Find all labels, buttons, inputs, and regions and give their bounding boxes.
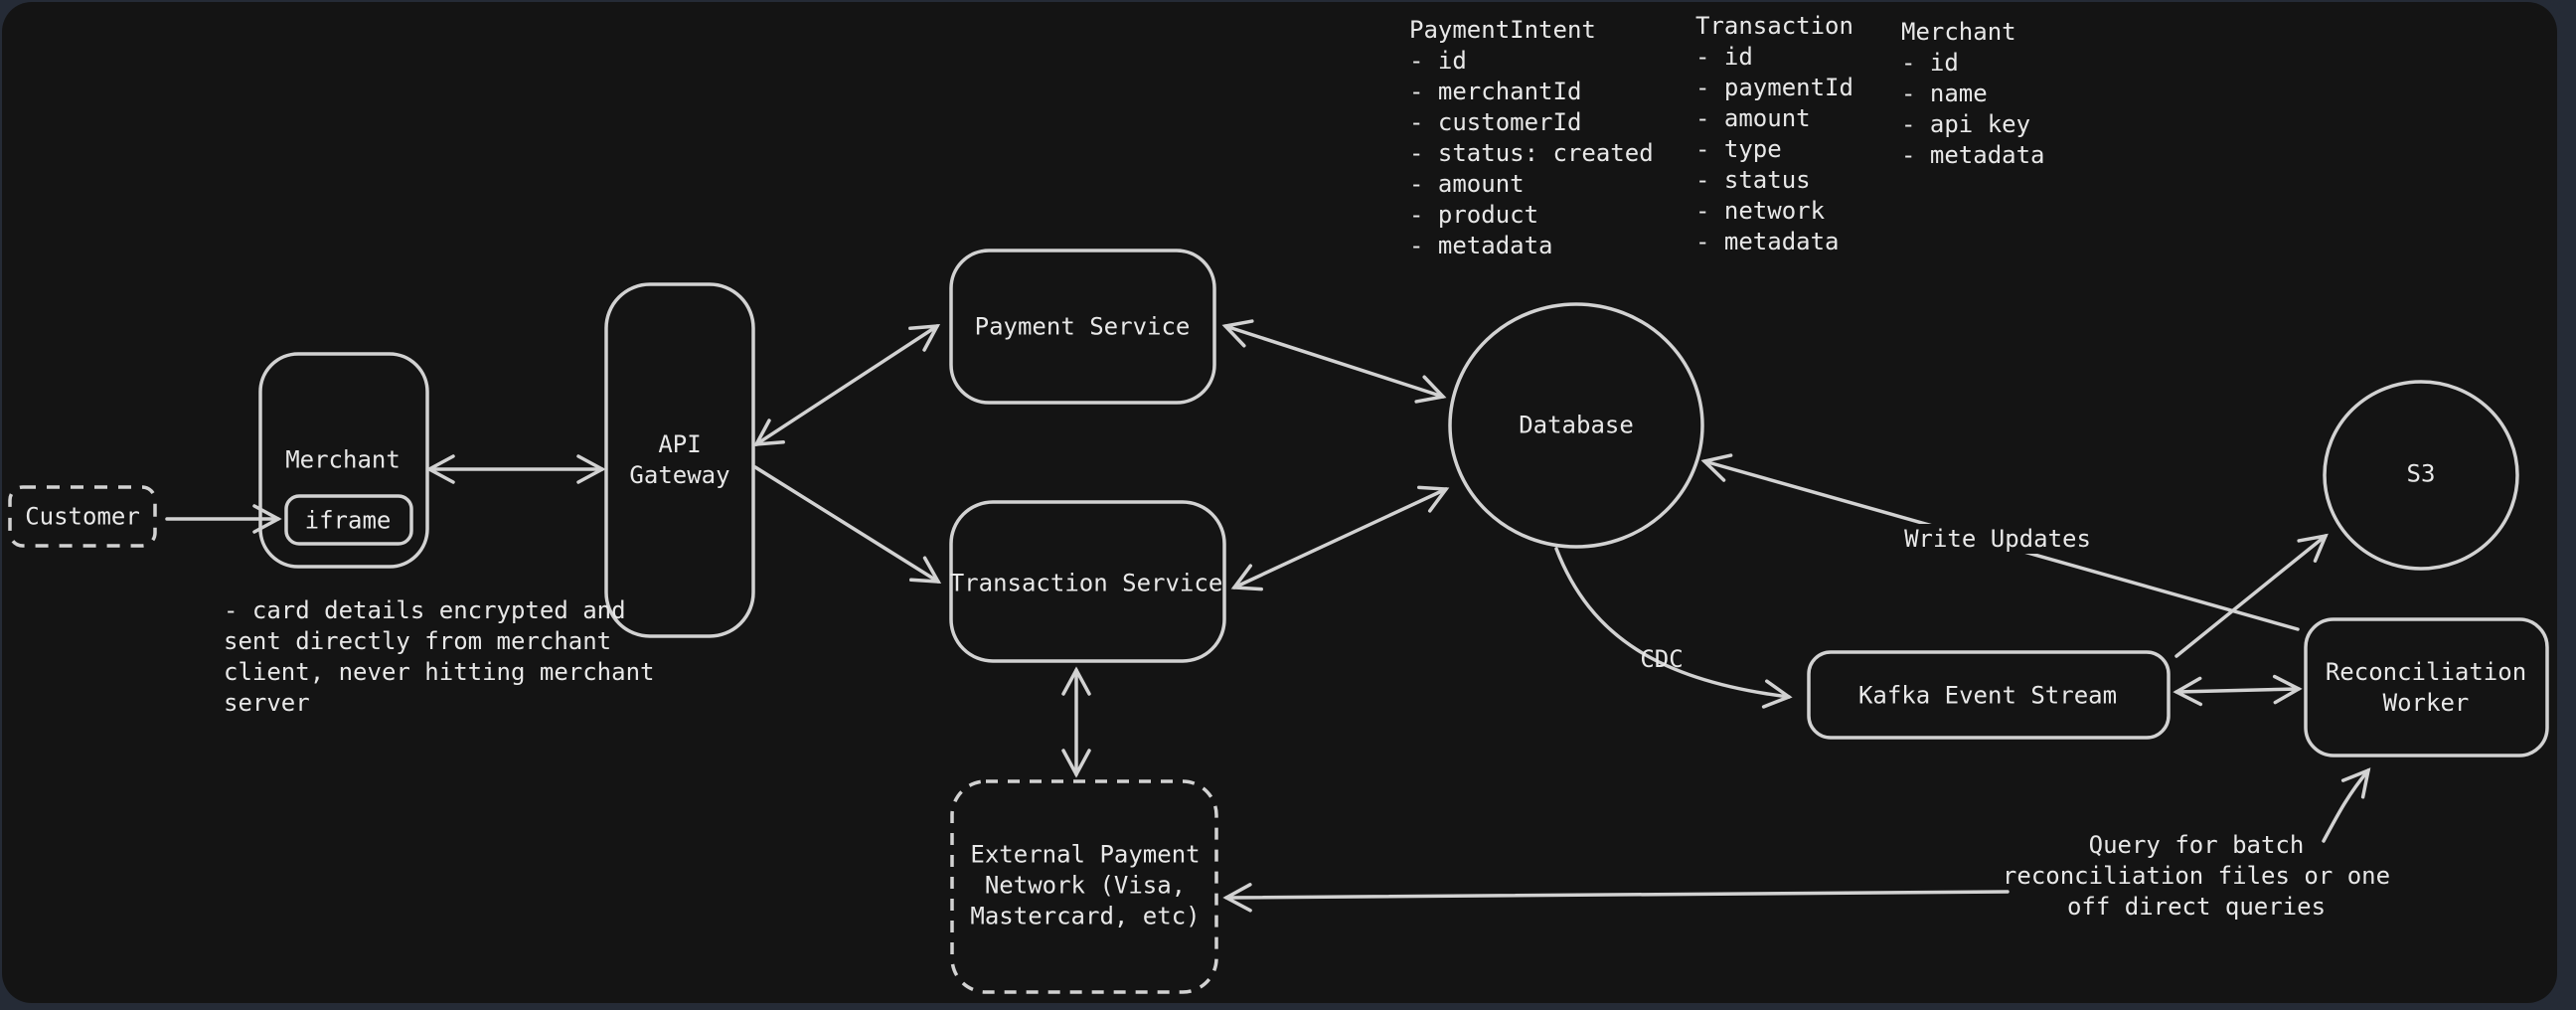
customer-label: Customer (25, 502, 140, 531)
arrow-query-note-to-reconciliation-worker[interactable] (2322, 767, 2371, 843)
transaction-service-label: Transaction Service (949, 569, 1223, 597)
iframe-box[interactable] (284, 494, 413, 546)
arrow-database-to-kafka-cdc[interactable] (1554, 547, 1793, 709)
transaction-model-text[interactable]: Transaction - id - paymentId - amount - … (1695, 12, 1853, 255)
reconciliation-worker-box[interactable] (2304, 617, 2549, 758)
merchant-model-text[interactable]: Merchant - id - name - api key - metadat… (1901, 18, 2045, 169)
query-note-text[interactable]: Query for batch reconciliation files or … (2002, 831, 2391, 921)
cdc-edge-label[interactable]: CDC (1640, 645, 1684, 673)
database-circle[interactable] (1448, 302, 1704, 549)
arrow-query-to-external-network[interactable] (1222, 883, 2010, 913)
card-details-note-text[interactable]: - card details encrypted and sent direct… (224, 596, 655, 717)
external-network-label: External Payment Network (Visa, Masterca… (970, 840, 1201, 930)
payment-intent-model-text[interactable]: PaymentIntent - id - merchantId - custom… (1409, 16, 1654, 259)
external-network-box[interactable] (950, 779, 1218, 994)
customer-box[interactable] (8, 485, 157, 548)
api-gateway-box[interactable] (604, 282, 755, 638)
transaction-service-box[interactable] (949, 500, 1226, 663)
arrow-api-gateway-payment-service[interactable] (752, 323, 941, 447)
reconciliation-worker-label: Reconciliation Worker (2325, 658, 2527, 717)
kafka-label: Kafka Event Stream (1857, 681, 2118, 710)
s3-label: S3 (2406, 459, 2436, 488)
arrow-api-gateway-to-transaction-service[interactable] (753, 465, 942, 584)
kafka-box[interactable] (1807, 650, 2171, 740)
arrow-kafka-to-s3[interactable] (2174, 533, 2329, 658)
write-updates-edge-label[interactable]: Write Updates (1896, 524, 2099, 554)
iframe-label: iframe (304, 506, 392, 535)
arrow-payment-service-database[interactable] (1221, 319, 1447, 404)
merchant-label: Merchant (285, 445, 401, 474)
api-gateway-label: API Gateway (629, 430, 730, 489)
arrow-kafka-reconciliation-worker[interactable] (2173, 674, 2303, 707)
database-label: Database (1519, 411, 1634, 439)
s3-circle[interactable] (2323, 380, 2519, 571)
payment-service-label: Payment Service (974, 312, 1191, 341)
arrow-transaction-service-database[interactable] (1230, 485, 1450, 591)
payment-service-box[interactable] (949, 249, 1216, 405)
